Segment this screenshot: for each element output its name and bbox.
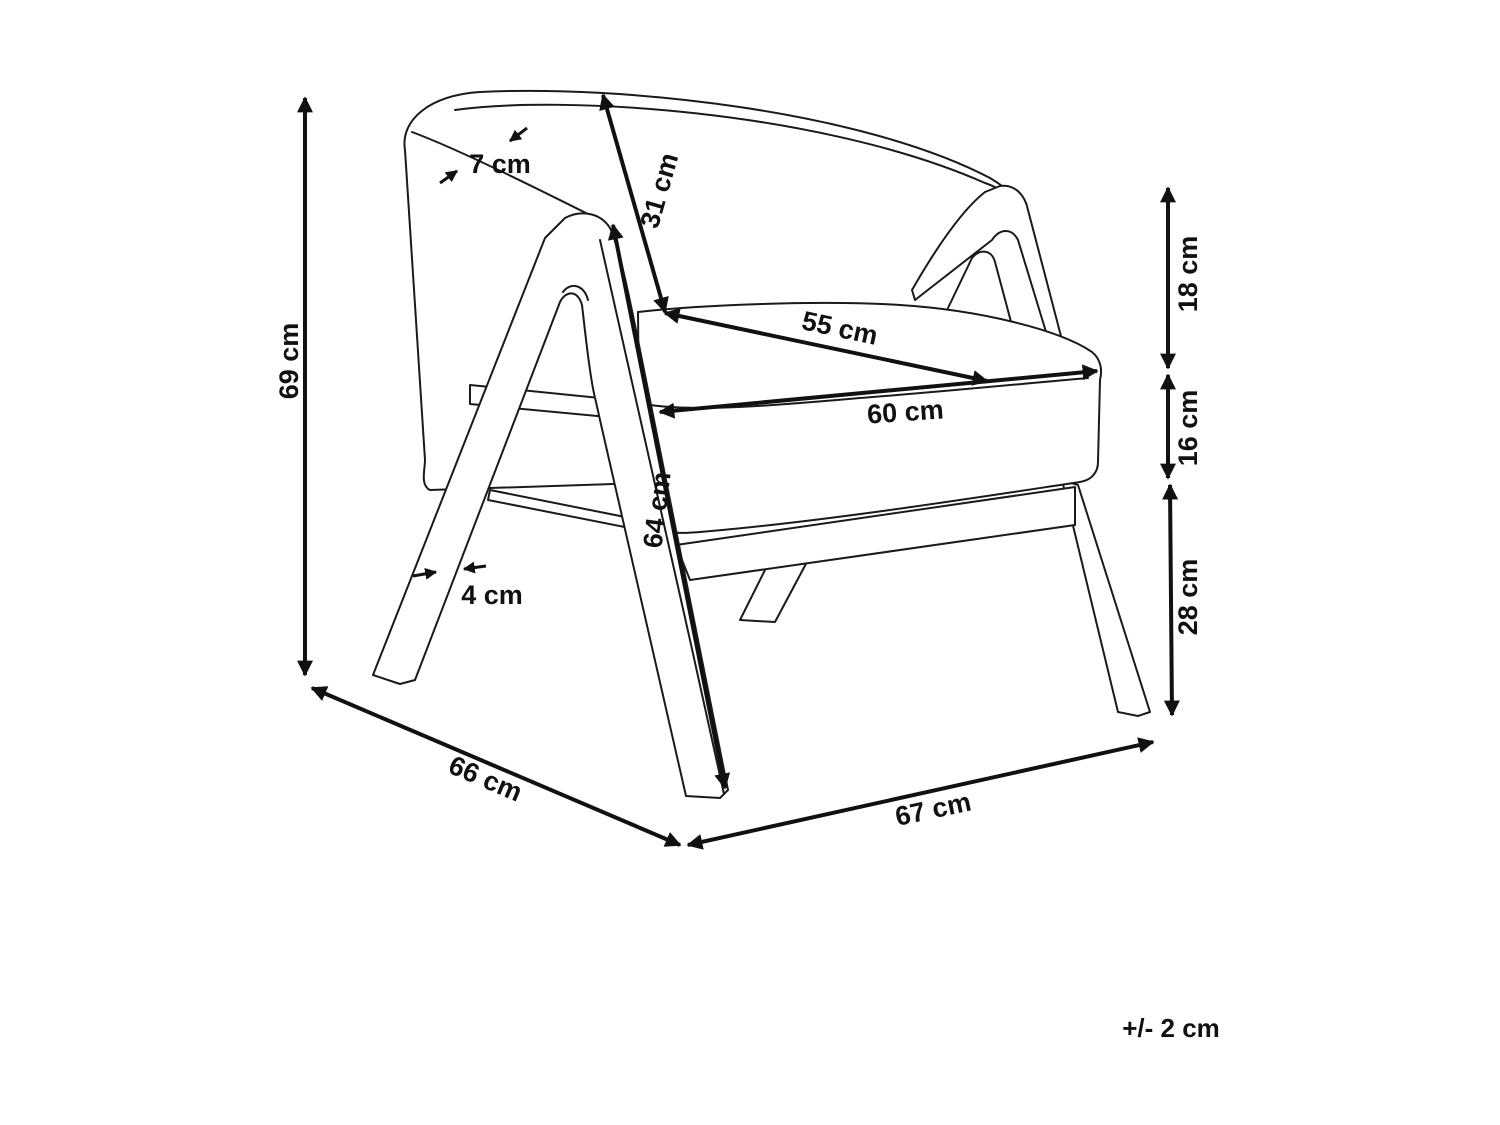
- tolerance-note: +/- 2 cm: [1122, 1013, 1220, 1043]
- frame-width-arrow-top: [509, 126, 528, 143]
- right-arm-frame: [911, 184, 1063, 346]
- frame-width-arrow-bottom: [439, 169, 458, 185]
- label-frame-width: 7 cm: [469, 149, 531, 179]
- seat-width-arrow: [658, 364, 1099, 419]
- leg-thickness-arrow-left: [412, 567, 438, 580]
- label-arm-above-seat: 18 cm: [1173, 236, 1203, 313]
- label-seat-thickness: 16 cm: [1173, 390, 1203, 467]
- depth-arrow: [310, 686, 682, 847]
- label-depth: 66 cm: [444, 750, 526, 808]
- leg-thickness-arrow-right: [462, 561, 487, 574]
- dimension-arrows: [297, 93, 1180, 850]
- label-seat-height: 28 cm: [1173, 559, 1203, 636]
- chair-illustration: [372, 89, 1151, 799]
- width-arrow: [686, 737, 1155, 850]
- label-seat-width: 60 cm: [866, 394, 944, 429]
- armrest-length-arrow: [607, 223, 731, 790]
- label-width: 67 cm: [893, 787, 974, 832]
- label-leg-thickness: 4 cm: [461, 580, 523, 610]
- rear-right-leg: [1061, 479, 1151, 717]
- label-total-height: 69 cm: [274, 323, 304, 400]
- seat-height-arrow: [1162, 483, 1180, 717]
